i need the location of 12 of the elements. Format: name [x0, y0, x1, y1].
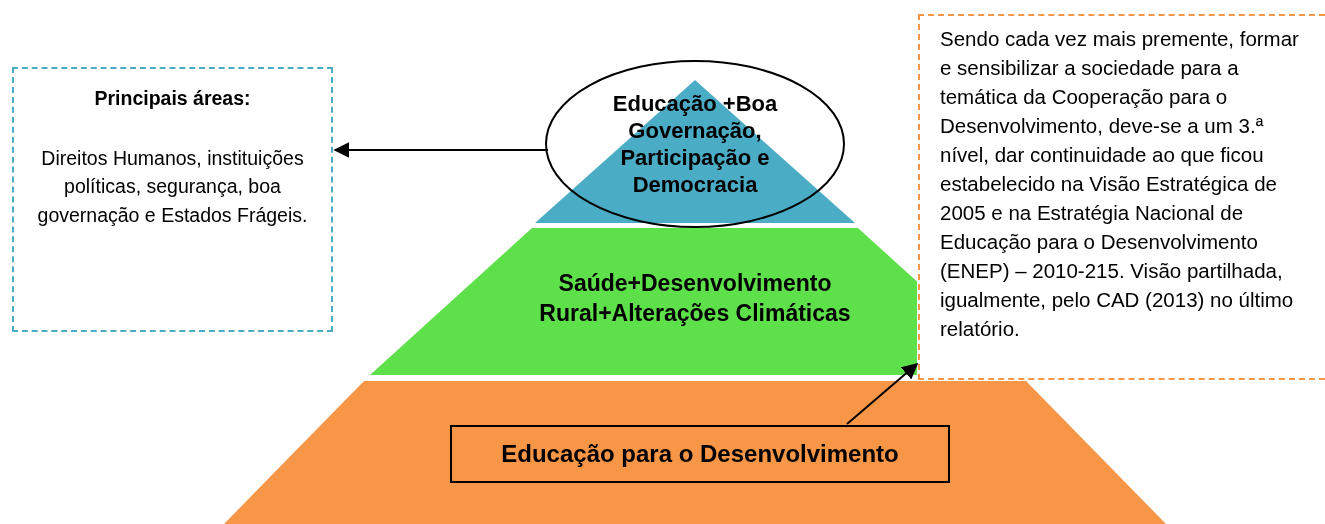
arrow: [846, 362, 919, 425]
highlight-ellipse: [545, 60, 845, 228]
arrow: [333, 142, 549, 158]
tier-label: Educação para o Desenvolvimento: [501, 440, 899, 468]
note-text: Direitos Humanos, instituições políticas, segurança, boa governação e Estados Frágeis.: [36, 146, 309, 228]
heading: Principais áreas:: [93, 87, 252, 110]
label-box: [450, 425, 950, 483]
pyramid-tier: [370, 228, 917, 375]
note-box: [918, 14, 1325, 380]
note-text: Sendo cada vez mais premente, formar e sensibilizar a sociedade para a temática da Cooperação para o Desenvolvimento, deve-se a um 3.ª nível, dar continuidade ao que ficou estabelecido na Visão Estratégica de 2005 e na Estratégia Nacional de Educação para o Desenvolvimento (ENEP) – 2010-215. Visão partilhada, igualmente, pelo CAD (2013) no último relatório.: [940, 26, 1300, 342]
tier-label: Saúde+Desenvolvimento Rural+Alterações Climáticas: [538, 269, 852, 328]
note-box: [12, 67, 333, 332]
